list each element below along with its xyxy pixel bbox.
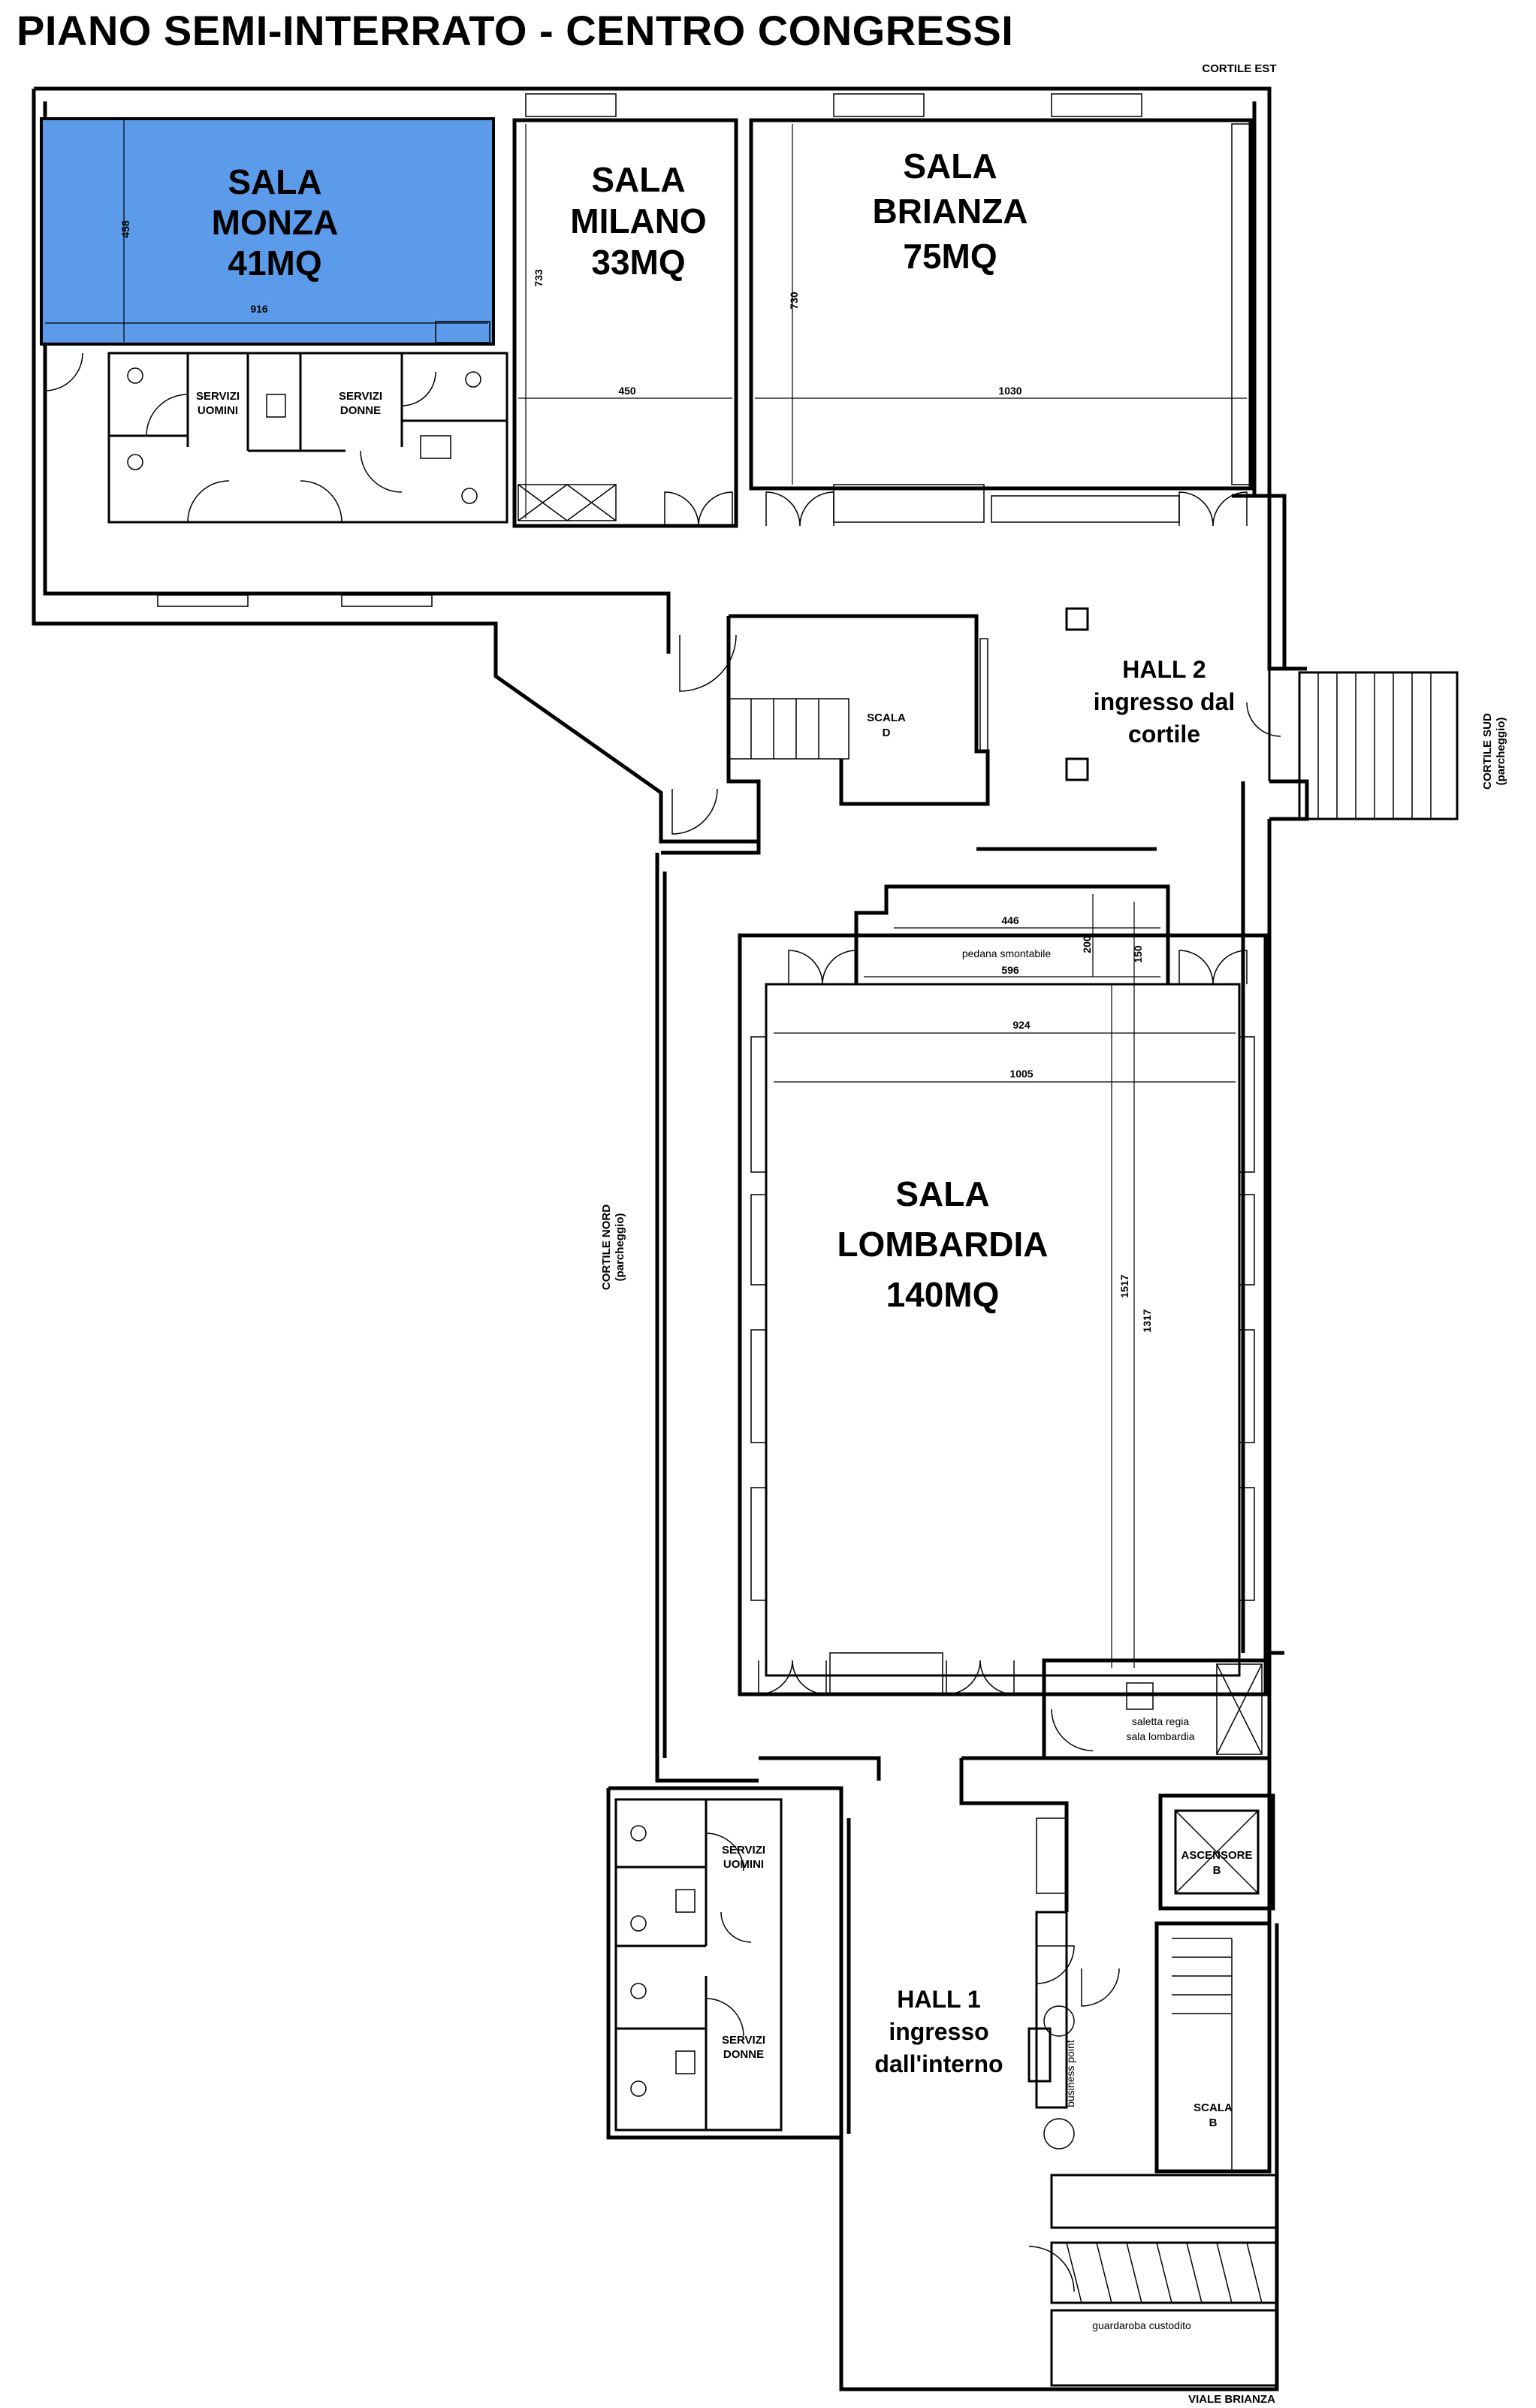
control-room-label: saletta regia [1132, 1715, 1189, 1727]
room-sala-milano[interactable]: 450 733 SALA MILANO 33MQ [512, 118, 738, 528]
room-label: MONZA [212, 203, 339, 242]
staircase-b: SCALA B [1081, 1921, 1272, 2174]
cortile-sud-sublabel: (parcheggio) [1495, 718, 1507, 786]
staircase-label: B [1209, 2116, 1218, 2129]
restroom-label: SERVIZI [339, 390, 382, 403]
staircase-label: SCALA [1193, 2101, 1233, 2114]
room-sala-lombardia[interactable]: 924 1005 1517 1317 SALA LOMBARDIA 140MQ [738, 902, 1268, 1696]
building-outline [32, 86, 1309, 2391]
restroom-label: DONNE [723, 2048, 764, 2061]
doors-top [44, 352, 1248, 527]
dimension-label: 458 [119, 220, 131, 238]
dimension-label: 1005 [1009, 1068, 1033, 1080]
top-windows [525, 93, 1251, 485]
room-label: MILANO [570, 201, 706, 240]
control-room-label: sala lombardia [1126, 1730, 1194, 1742]
cortile-nord-sublabel: (parcheggio) [614, 1213, 626, 1282]
staircase-d: SCALA D [671, 614, 990, 841]
dimension-label: 200 [1081, 935, 1093, 953]
hall-label: cortile [1128, 721, 1200, 748]
control-room: saletta regia sala lombardia [1042, 1658, 1272, 1760]
stage-platform: 446 pedana smontabile 596 200 150 [788, 884, 1248, 985]
dimension-label: 730 [788, 292, 800, 310]
hall-2: HALL 2 ingresso dal cortile [976, 607, 1236, 851]
dimension-label: 1317 [1141, 1309, 1153, 1332]
room-label: 33MQ [591, 243, 685, 282]
staircase-label: D [883, 727, 891, 739]
dimension-label: 1517 [1118, 1274, 1130, 1298]
cortile-sud-label: CORTILE SUD [1481, 713, 1494, 790]
dimension-label: 446 [1001, 914, 1019, 926]
room-label: SALA [591, 160, 685, 199]
hall-1-area: business point HALL 1 ingresso dall'inte… [759, 1756, 1076, 2150]
courtyard-stairs-south [1246, 669, 1459, 820]
dimension-label: 150 [1132, 945, 1144, 963]
room-label: SALA [903, 147, 997, 186]
orientation-labels: CORTILE EST CORTILE SUD (parcheggio) COR… [600, 62, 1507, 2406]
doors-lombardia-bottom [758, 1652, 1015, 1695]
page-title: PIANO SEMI-INTERRATO - CENTRO CONGRESSI [17, 7, 1014, 54]
restroom-label: SERVIZI [722, 2034, 765, 2047]
hall-label: dall'interno [874, 2050, 1003, 2077]
room-highlight-fill [40, 117, 495, 346]
corridor-windows [157, 594, 433, 607]
room-label: SALA [228, 162, 321, 201]
business-point-label: business point [1064, 2040, 1076, 2107]
staircase-label: SCALA [867, 712, 906, 724]
restroom-label: DONNE [340, 404, 381, 417]
room-sala-brianza[interactable]: 1030 730 SALA BRIANZA 75MQ [749, 118, 1253, 523]
hall-label: ingresso [889, 2018, 988, 2045]
cloakroom: guardaroba custodito [1028, 2174, 1278, 2387]
hall-label: ingresso dal [1094, 688, 1236, 715]
dimension-label: 924 [1012, 1019, 1031, 1031]
dimension-label: 1030 [998, 385, 1021, 397]
room-label: BRIANZA [873, 192, 1028, 231]
room-sala-monza[interactable]: 916 458 SALA MONZA 41MQ [40, 117, 495, 346]
cloakroom-label: guardaroba custodito [1092, 2319, 1191, 2331]
elevator-b: ASCENSORE B [1158, 1793, 1275, 1911]
dimension-label: 450 [618, 385, 636, 397]
restroom-label: SERVIZI [196, 390, 240, 403]
elevator-label: B [1213, 1864, 1221, 1877]
stage-label: pedana smontabile [962, 947, 1052, 959]
room-label: 140MQ [886, 1275, 1000, 1314]
dimension-label: 733 [533, 269, 545, 287]
hall-label: HALL 1 [897, 1986, 980, 2013]
hall-label: HALL 2 [1122, 656, 1206, 683]
restroom-label: UOMINI [198, 404, 238, 417]
restrooms-bottom: SERVIZI UOMINI SERVIZI DONNE [614, 1798, 783, 2132]
elevator-label: ASCENSORE [1181, 1849, 1252, 1862]
viale-brianza-label: VIALE BRIANZA [1188, 2393, 1275, 2406]
room-label: SALA [895, 1174, 989, 1213]
cortile-nord-label: CORTILE NORD [600, 1204, 613, 1290]
dimension-label: 916 [250, 303, 268, 315]
dimension-label: 596 [1001, 964, 1019, 976]
cortile-est-label: CORTILE EST [1202, 62, 1276, 75]
room-label: 75MQ [903, 237, 997, 276]
room-label: 41MQ [228, 243, 321, 282]
restrooms-top: SERVIZI UOMINI SERVIZI DONNE [107, 352, 508, 524]
restroom-label: SERVIZI [722, 1844, 765, 1857]
room-label: LOMBARDIA [837, 1225, 1048, 1264]
restroom-label: UOMINI [723, 1858, 764, 1871]
